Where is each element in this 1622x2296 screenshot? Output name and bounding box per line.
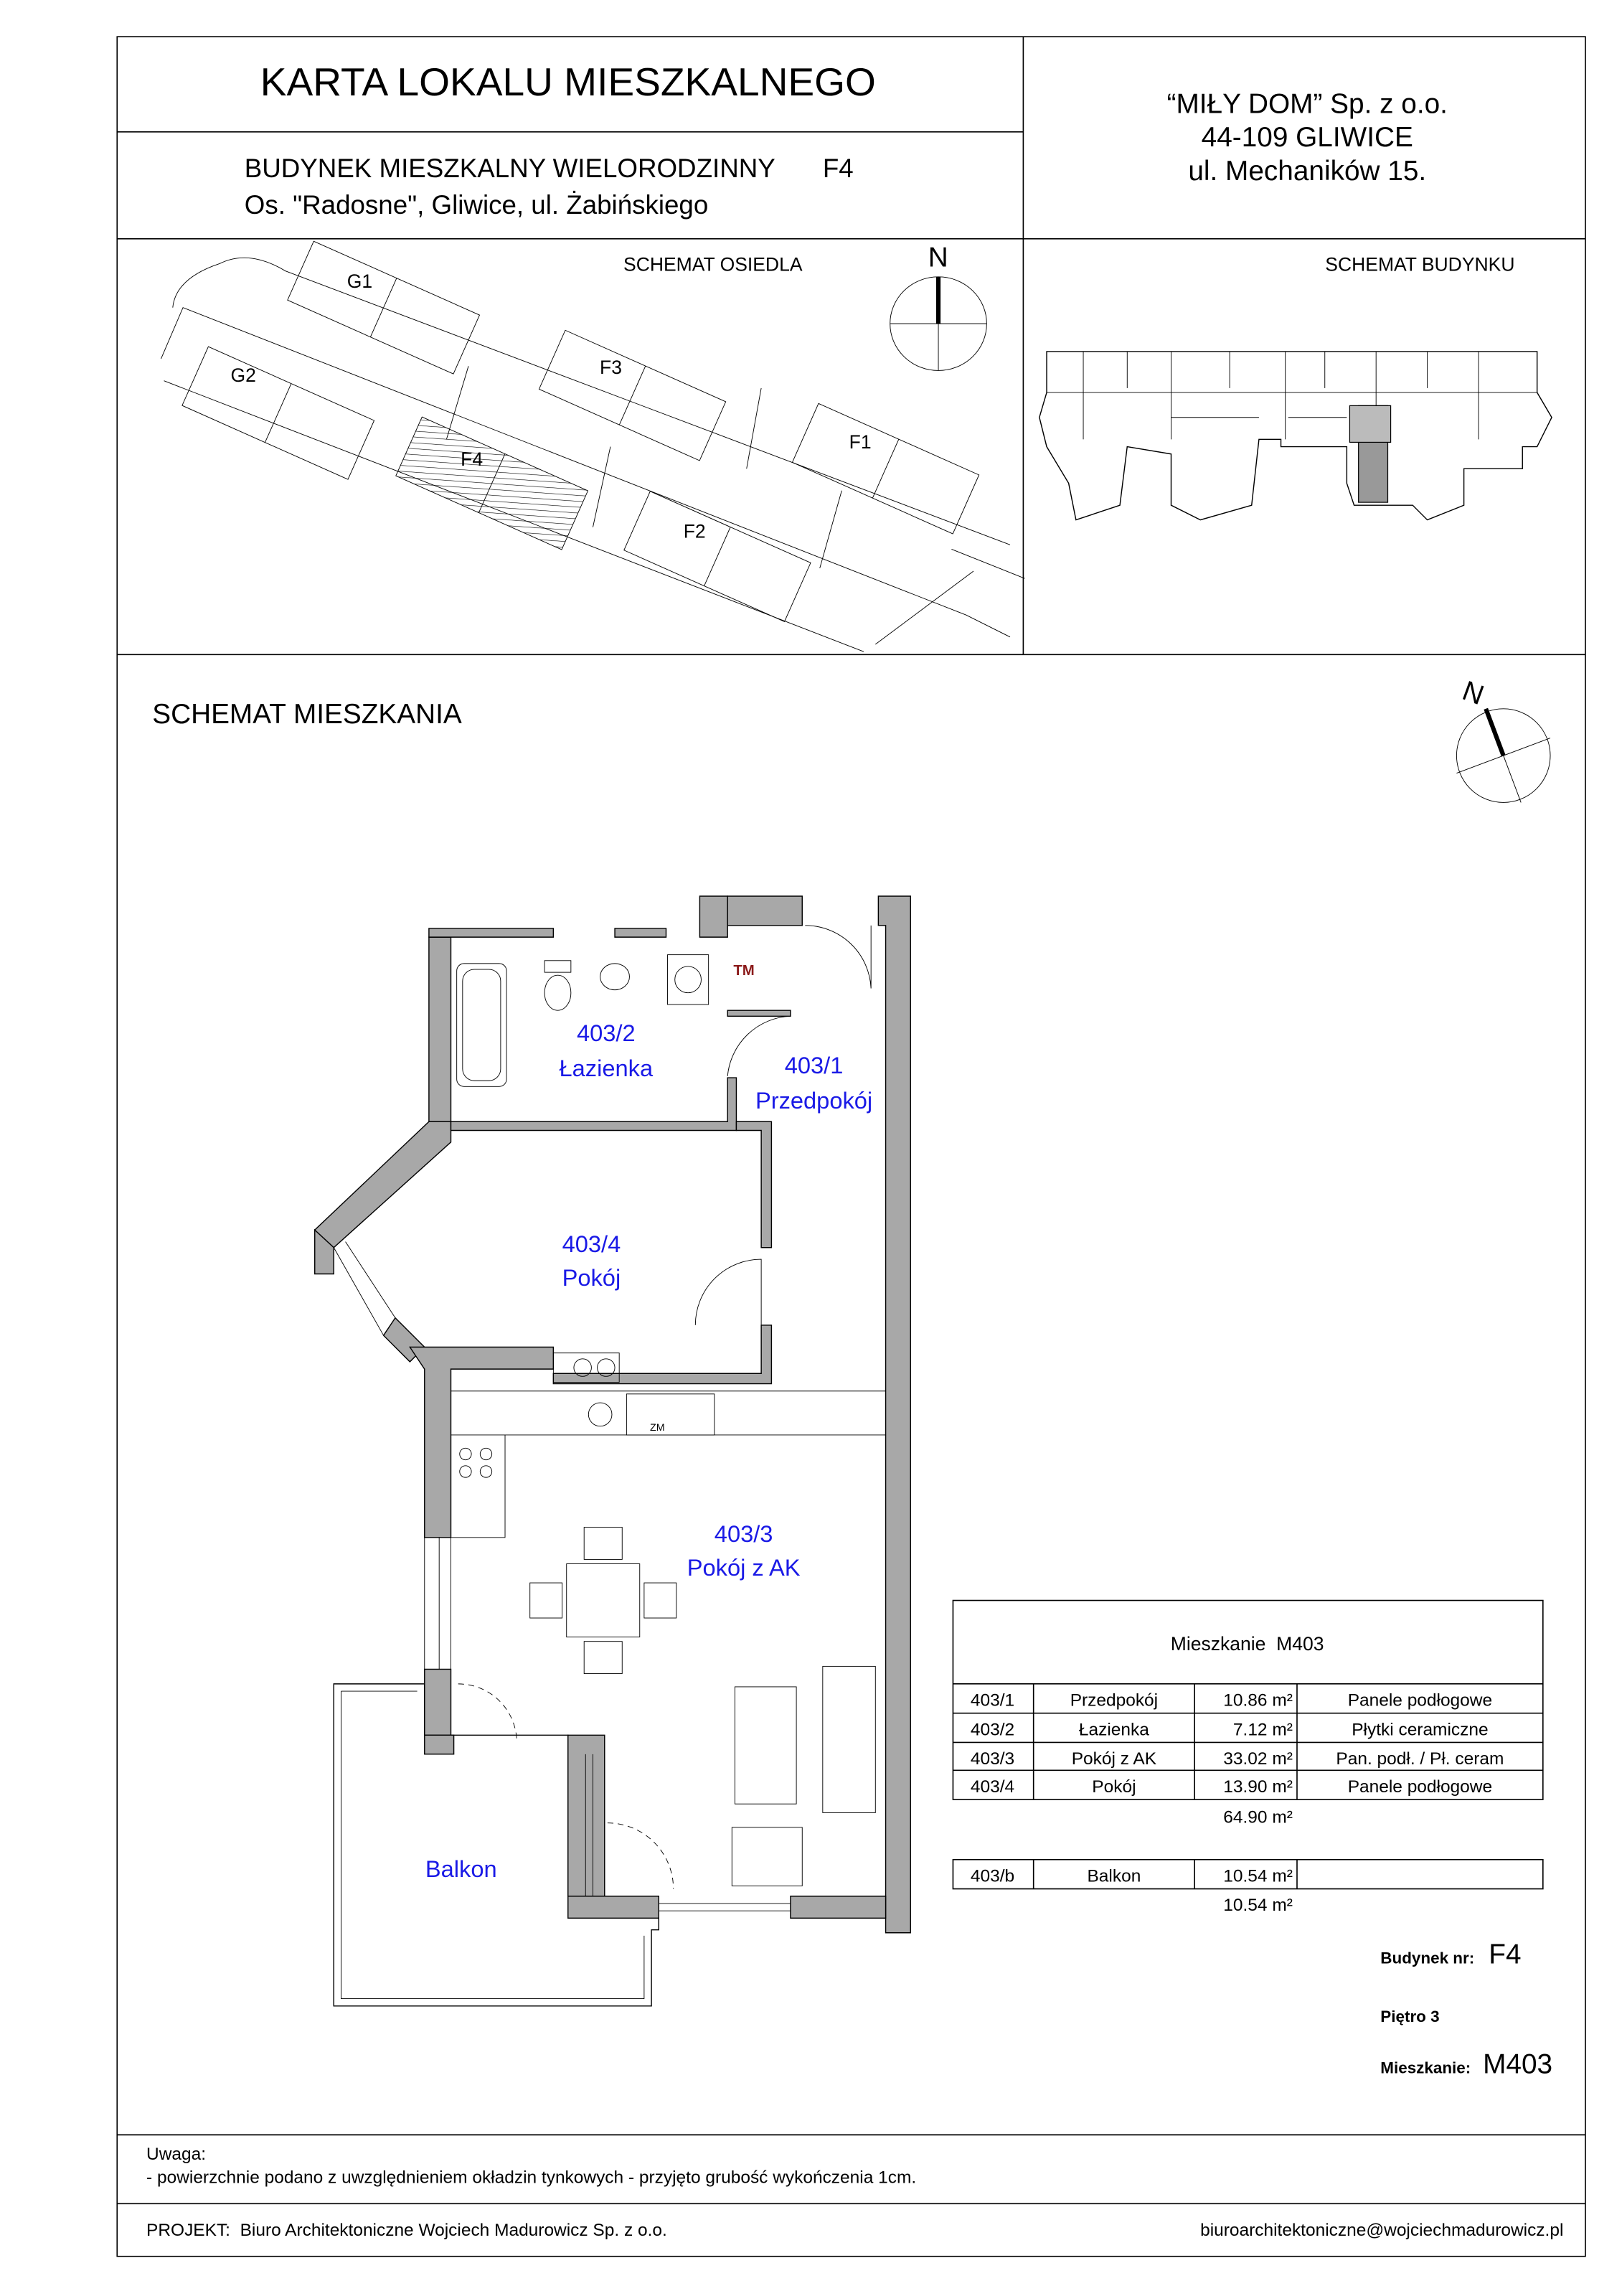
room-name-cell: Balkon (1087, 1866, 1141, 1886)
footer-project: PROJEKT: Biuro Architektoniczne Wojciech… (146, 2221, 667, 2240)
site-building-f4: F4 (395, 416, 589, 550)
balcony-label: Balkon (425, 1855, 497, 1882)
room-name-cell: Pokój (1092, 1777, 1136, 1797)
page-title: KARTA LOKALU MIESZKALNEGO (260, 60, 876, 104)
notes-line: - powierzchnie podano z uwzględnieniem o… (146, 2168, 916, 2188)
site-building-label: F4 (461, 448, 483, 470)
site-building-label: F3 (600, 357, 622, 378)
site-building-f1: F1 (791, 403, 980, 535)
notes-title: Uwaga: (146, 2145, 206, 2164)
company-name: “MIŁY DOM” Sp. z o.o. (1167, 88, 1448, 119)
apartment-label: Mieszkanie: (1380, 2059, 1471, 2077)
rooms-table (952, 1599, 1544, 1890)
building-type-label: BUDYNEK MIESZKALNY WIELORODZINNY (245, 154, 775, 183)
toilet-icon (544, 974, 572, 1011)
sheet-frame (116, 36, 1586, 2257)
room-name-cell: Pokój z AK (1072, 1749, 1157, 1769)
room-name-label: Łazienka (560, 1055, 654, 1081)
zm-label: ZM (650, 1422, 665, 1434)
chimney-vents-icon (552, 1352, 620, 1383)
sofa-icon (822, 1665, 876, 1813)
site-north-compass: N (890, 243, 987, 371)
company-city: 44-109 GLIWICE (1202, 122, 1413, 153)
bathtub-icon (456, 963, 507, 1087)
building-plan-title: SCHEMAT BUDYNKU (1325, 254, 1514, 276)
room-area-cell: 33.02 m² (1223, 1749, 1293, 1769)
room-name-label: Pokój z AK (687, 1554, 801, 1581)
room-floor-cell: Płytki ceramiczne (1352, 1720, 1488, 1739)
room-area-cell: 7.12 m² (1233, 1720, 1293, 1739)
site-plan: G1 G2 F3 F4 F1 F2 (161, 240, 1025, 652)
room-number-label: 403/3 (715, 1520, 773, 1547)
table-row: 403/b Balkon 10.54 m² (971, 1866, 1293, 1886)
room-id-cell: 403/4 (971, 1777, 1014, 1797)
room-number-label: 403/2 (577, 1020, 636, 1046)
room-area-cell: 10.54 m² (1223, 1866, 1293, 1886)
building-plan (1039, 351, 1552, 521)
room-number-label: 403/4 (562, 1231, 621, 1257)
apartment-north-label: N (1458, 675, 1488, 711)
table-row: 403/2 Łazienka 7.12 m² Płytki ceramiczne (971, 1720, 1489, 1739)
tm-label: TM (733, 963, 754, 979)
floor-plan (313, 895, 911, 2007)
exterior-wall (428, 936, 452, 1122)
dining-table-icon (566, 1563, 641, 1638)
sink-icon (600, 963, 630, 991)
site-building-label: F1 (849, 431, 872, 453)
room-name-label: Przedpokój (755, 1087, 872, 1114)
apartment-value: M403 (1483, 2049, 1552, 2080)
room-floor-cell: Panele podłogowe (1348, 1690, 1492, 1710)
estate-address: Os. "Radosne", Gliwice, ul. Żabińskiego (245, 190, 709, 220)
room-name-cell: Przedpokój (1070, 1690, 1158, 1710)
rooms-table-title: Mieszkanie M403 (1171, 1633, 1324, 1655)
building-code: F4 (823, 154, 854, 183)
room-area-cell: 10.86 m² (1223, 1690, 1293, 1710)
armchair-icon (731, 1827, 803, 1886)
stove-icon (459, 1447, 472, 1461)
company-street: ul. Mechaników 15. (1188, 156, 1426, 187)
site-plan-title: SCHEMAT OSIEDLA (623, 254, 803, 276)
table-row: 403/4 Pokój 13.90 m² Panele podłogowe (971, 1777, 1492, 1797)
site-building-f2: F2 (623, 491, 811, 623)
room-id-cell: 403/b (971, 1866, 1014, 1886)
site-building-label: F2 (684, 520, 706, 542)
washing-machine-icon (667, 954, 709, 1005)
room-floor-cell: Panele podłogowe (1348, 1777, 1492, 1797)
floor-label: Piętro 3 (1380, 2008, 1439, 2026)
room-id-cell: 403/1 (971, 1690, 1014, 1710)
table-row: 403/3 Pokój z AK 33.02 m² Pan. podł. / P… (971, 1749, 1504, 1769)
apartment-north-compass: N (1456, 675, 1551, 803)
site-north-label: N (928, 243, 948, 273)
rooms-total: 64.90 m² (1223, 1808, 1293, 1827)
site-building-f3: F3 (538, 329, 727, 461)
site-building-g2: G2 (181, 346, 375, 480)
footer-email: biuroarchitektoniczne@wojciechmadurowicz… (1200, 2221, 1563, 2240)
room-name-label: Pokój (562, 1264, 621, 1291)
room-floor-cell: Pan. podł. / Pł. ceram (1336, 1749, 1504, 1769)
building-number-label: Budynek nr: (1380, 1949, 1474, 1967)
site-building-label: G1 (347, 270, 372, 292)
building-number-value: F4 (1489, 1939, 1521, 1970)
site-building-label: G2 (230, 364, 255, 386)
balcony-outline (333, 1683, 659, 2007)
kitchen-sink-icon (588, 1402, 613, 1427)
balcony-total: 10.54 m² (1223, 1896, 1293, 1915)
room-number-label: 403/1 (785, 1052, 844, 1078)
room-id-cell: 403/3 (971, 1749, 1014, 1769)
room-id-cell: 403/2 (971, 1720, 1014, 1739)
building-type: BUDYNEK MIESZKALNY WIELORODZINNY F4 (245, 154, 854, 183)
table-row: 403/1 Przedpokój 10.86 m² Panele podłogo… (971, 1690, 1492, 1710)
site-building-g1: G1 (287, 240, 481, 375)
rooms-table-rows: 403/1 Przedpokój 10.86 m² Panele podłogo… (971, 1690, 1504, 1915)
room-area-cell: 13.90 m² (1223, 1777, 1293, 1797)
apartment-plan-title: SCHEMAT MIESZKANIA (152, 699, 462, 730)
room-name-cell: Łazienka (1079, 1720, 1149, 1739)
